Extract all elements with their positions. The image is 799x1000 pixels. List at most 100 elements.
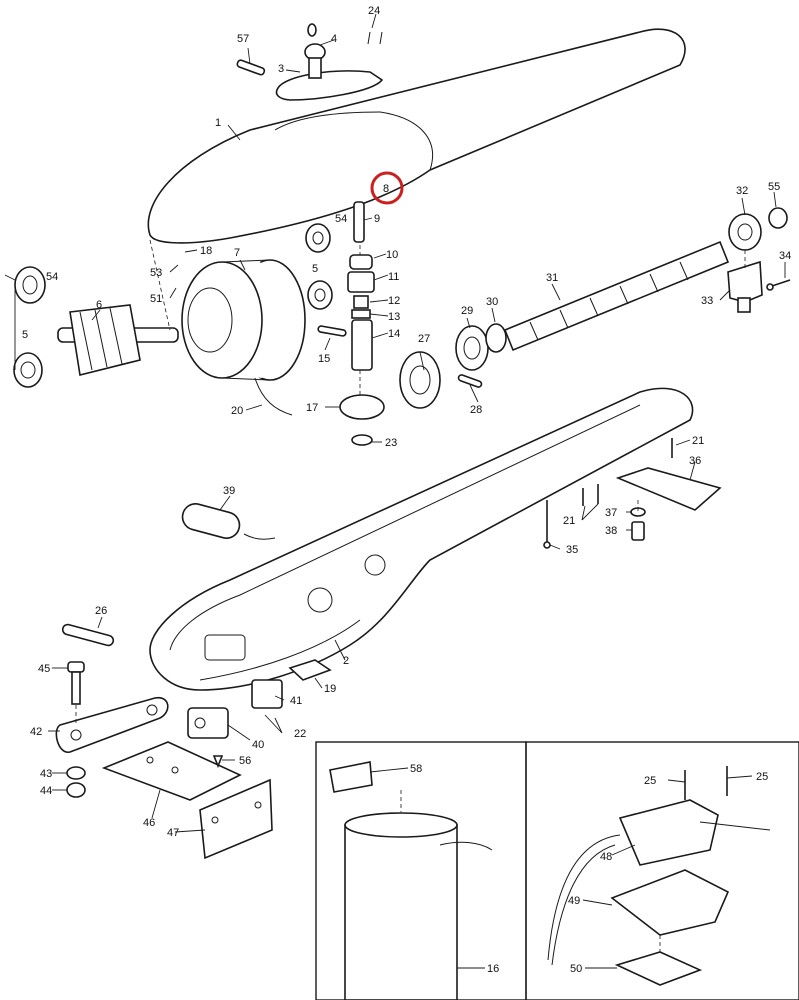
- label-part-23[interactable]: 23: [385, 437, 397, 449]
- worm-shaft-stack[interactable]: [305, 201, 375, 371]
- capacitor-part-39[interactable]: [180, 501, 276, 541]
- leader-lines: [4, 13, 786, 969]
- label-part-55[interactable]: 55: [768, 181, 780, 193]
- screws-part-21[interactable]: [582, 438, 673, 506]
- label-part-54a[interactable]: 54: [335, 213, 347, 225]
- label-part-5b[interactable]: 5: [22, 329, 28, 341]
- label-part-53[interactable]: 53: [150, 267, 162, 279]
- label-part-28[interactable]: 28: [470, 404, 482, 416]
- label-part-42[interactable]: 42: [30, 726, 42, 738]
- cylinder-part-16[interactable]: [344, 812, 493, 1000]
- connector-part-41[interactable]: [251, 679, 283, 709]
- label-part-49[interactable]: 49: [568, 895, 580, 907]
- arm-part-42[interactable]: [55, 696, 169, 753]
- switch-part-48[interactable]: [547, 799, 771, 966]
- label-part-15[interactable]: 15: [318, 353, 330, 365]
- label-part-21b[interactable]: 21: [563, 515, 575, 527]
- label-part-22[interactable]: 22: [294, 728, 306, 740]
- label-part-43[interactable]: 43: [40, 768, 52, 780]
- label-part-5a[interactable]: 5: [312, 263, 318, 275]
- gear-part-17[interactable]: [339, 394, 385, 446]
- washer-part-43[interactable]: [66, 766, 86, 780]
- plate-part-46[interactable]: [101, 741, 242, 801]
- connector-part-40[interactable]: [187, 707, 229, 739]
- bearing-part-29-30[interactable]: [455, 323, 507, 371]
- label-part-14[interactable]: 14: [388, 328, 400, 340]
- bearing-part-54-left[interactable]: [14, 266, 46, 304]
- label-part-26[interactable]: 26: [95, 605, 107, 617]
- label-part-25b[interactable]: 25: [756, 771, 768, 783]
- plate-part-36[interactable]: [615, 467, 722, 511]
- label-part-20[interactable]: 20: [231, 405, 243, 417]
- cover-bracket-part-3[interactable]: [275, 23, 384, 101]
- label-part-36[interactable]: 36: [689, 455, 701, 467]
- lead-screw-part-31[interactable]: [503, 240, 730, 352]
- label-part-24[interactable]: 24: [368, 5, 380, 17]
- label-part-44[interactable]: 44: [40, 785, 52, 797]
- label-part-41[interactable]: 41: [290, 695, 302, 707]
- label-part-33[interactable]: 33: [701, 295, 713, 307]
- label-part-32[interactable]: 32: [736, 185, 748, 197]
- label-part-16[interactable]: 16: [487, 963, 499, 975]
- label-part-12[interactable]: 12: [388, 295, 400, 307]
- label-part-19[interactable]: 19: [324, 683, 336, 695]
- screw-part-56[interactable]: [212, 755, 224, 769]
- label-part-51[interactable]: 51: [150, 293, 162, 305]
- screw-part-34[interactable]: [766, 279, 791, 291]
- label-part-10[interactable]: 10: [386, 249, 398, 261]
- label-part-25a[interactable]: 25: [644, 775, 656, 787]
- label-part-46[interactable]: 46: [143, 817, 155, 829]
- label-part-2[interactable]: 2: [343, 655, 349, 667]
- motor-stator-part-7[interactable]: [181, 259, 306, 381]
- label-part-54b[interactable]: 54: [46, 271, 58, 283]
- label-part-45[interactable]: 45: [38, 663, 50, 675]
- label-part-57[interactable]: 57: [237, 33, 249, 45]
- label-part-19[interactable]: [288, 659, 332, 681]
- housing-lower-part-2[interactable]: [149, 387, 694, 691]
- label-part-47[interactable]: 47: [167, 827, 179, 839]
- nut-part-44[interactable]: [66, 782, 86, 798]
- label-part-58[interactable]: 58: [410, 763, 422, 775]
- label-part-17[interactable]: 17: [306, 402, 318, 414]
- label-part-1[interactable]: 1: [215, 117, 221, 129]
- label-part-13[interactable]: 13: [388, 311, 400, 323]
- bracket-part-47[interactable]: [199, 778, 273, 860]
- cover-upper-part-1[interactable]: [147, 28, 686, 244]
- bushing-part-55[interactable]: [768, 207, 788, 229]
- bracket-part-33[interactable]: [727, 260, 763, 313]
- pin-part-57[interactable]: [236, 59, 266, 76]
- label-part-6[interactable]: 6: [96, 299, 102, 311]
- label-part-34[interactable]: 34: [779, 250, 791, 262]
- label-part-31[interactable]: 31: [546, 272, 558, 284]
- label-part-35[interactable]: 35: [566, 544, 578, 556]
- nut-part-32[interactable]: [728, 213, 762, 251]
- screws-part-25[interactable]: [684, 766, 728, 800]
- label-part-30[interactable]: 30: [486, 296, 498, 308]
- label-part-9[interactable]: 9: [374, 213, 380, 225]
- bolt-part-45[interactable]: [67, 661, 85, 705]
- label-part-7[interactable]: 7: [234, 247, 240, 259]
- label-part-50[interactable]: 50: [570, 963, 582, 975]
- label-part-21a[interactable]: 21: [692, 435, 704, 447]
- label-part-48[interactable]: 48: [600, 851, 612, 863]
- label-part-3[interactable]: 3: [278, 63, 284, 75]
- label-part-8[interactable]: 8: [383, 183, 389, 195]
- label-part-56[interactable]: 56: [239, 755, 251, 767]
- label-part-29[interactable]: 29: [461, 305, 473, 317]
- label-part-18[interactable]: 18: [200, 245, 212, 257]
- label-part-37[interactable]: 37: [605, 507, 617, 519]
- label-part-40[interactable]: 40: [252, 739, 264, 751]
- bearing-part-5-left[interactable]: [13, 352, 43, 388]
- label-part-11[interactable]: 11: [388, 271, 399, 283]
- bolt-part-35[interactable]: [543, 500, 551, 549]
- label-part-4[interactable]: 4: [331, 33, 337, 45]
- label-part-58[interactable]: [329, 761, 373, 793]
- plate-part-50[interactable]: [614, 951, 703, 986]
- label-part-38[interactable]: 38: [605, 525, 617, 537]
- plate-part-49[interactable]: [610, 869, 730, 936]
- label-part-27[interactable]: 27: [418, 333, 430, 345]
- label-part-39[interactable]: 39: [223, 485, 235, 497]
- bolt-part-38[interactable]: [631, 521, 645, 541]
- rotor-part-6[interactable]: [57, 304, 179, 376]
- pin-part-26[interactable]: [61, 623, 115, 647]
